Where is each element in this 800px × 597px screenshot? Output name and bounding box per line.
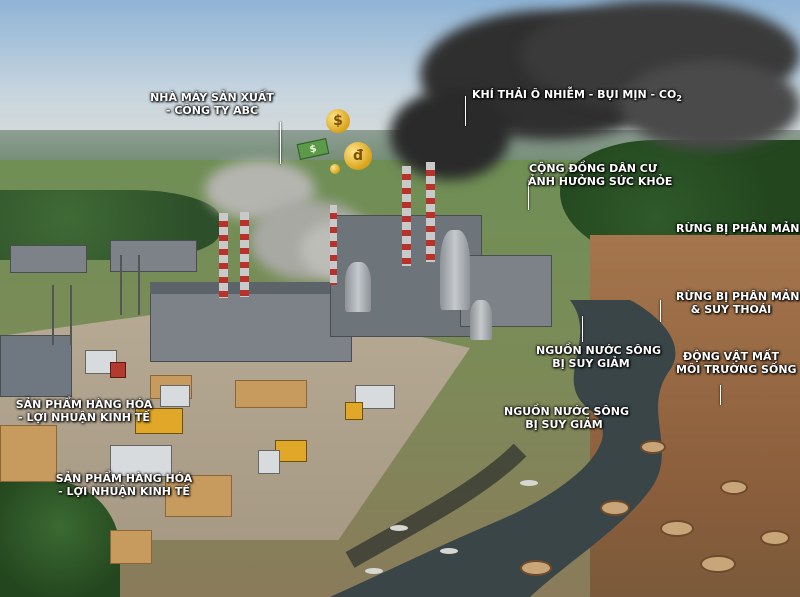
dong-coin-icon: đ (344, 142, 372, 170)
forest-fragmented-label: RỪNG BỊ PHÂN MẢNH (676, 222, 800, 235)
leader-line-factory (280, 122, 281, 164)
community-label-line2: ẢNH HƯỞNG SỨC KHỎE (528, 175, 673, 188)
habitat-label-line2: MÔI TRƯỜNG SỐNG (676, 363, 797, 376)
factory-label-line1: NHÀ MÁY SẢN XUẤT (150, 91, 274, 104)
products-label-1: SẢN PHẨM HÀNG HÓA - LỢI NHUẬN KINH TẾ (14, 398, 154, 424)
river-water-label-2-line1: NGUỒN NƯỚC SÔNG (504, 405, 629, 418)
leader-line-water-1 (582, 316, 583, 342)
emissions-label: KHÍ THẢI Ô NHIỄM - BỤI MỊN - CO2 (472, 88, 682, 105)
forest-degraded-label-line1: RỪNG BỊ PHÂN MẢNH (676, 290, 800, 303)
river-water-label-1-line1: NGUỒN NƯỚC SÔNG (536, 344, 661, 357)
dollar-coin-icon: $ (326, 109, 350, 133)
river-water-label-1: NGUỒN NƯỚC SÔNG BỊ SUY GIẢM (536, 344, 661, 370)
community-label-line1: CỘNG ĐỒNG DÂN CƯ (528, 162, 658, 175)
forest-degraded-label: RỪNG BỊ PHÂN MẢNH & SUY THOÁI (676, 290, 800, 316)
factory-label-line2: - CÔNG TY ABC (165, 104, 259, 117)
products-label-2-line1: SẢN PHẨM HÀNG HÓA (55, 472, 193, 485)
emissions-label-text: KHÍ THẢI Ô NHIỄM - BỤI MỊN - CO (472, 88, 677, 101)
products-label-1-line1: SẢN PHẨM HÀNG HÓA (15, 398, 153, 411)
products-label-1-line2: - LỢI NHUẬN KINH TẾ (18, 411, 150, 424)
river-water-label-2: NGUỒN NƯỚC SÔNG BỊ SUY GIẢM (504, 405, 629, 431)
small-coin-icon (330, 164, 340, 174)
leader-line-community (528, 180, 529, 210)
habitat-label-line1: ĐỘNG VẬT MẤT (683, 350, 779, 363)
leader-line-emissions (465, 96, 466, 126)
leader-line-forest-degraded (660, 300, 661, 322)
factory-label: NHÀ MÁY SẢN XUẤT - CÔNG TY ABC (142, 91, 282, 117)
leader-line-habitat (720, 385, 721, 405)
products-label-2: SẢN PHẨM HÀNG HÓA - LỢI NHUẬN KINH TẾ (54, 472, 194, 498)
emissions-label-subscript: 2 (676, 94, 682, 104)
forest-degraded-label-line2: & SUY THOÁI (690, 303, 772, 316)
products-label-2-line2: - LỢI NHUẬN KINH TẾ (58, 485, 190, 498)
river-water-label-1-line2: BỊ SUY GIẢM (552, 357, 630, 370)
river-water-label-2-line2: BỊ SUY GIẢM (525, 418, 603, 431)
habitat-label: ĐỘNG VẬT MẤT MÔI TRƯỜNG SỐNG (676, 350, 797, 376)
polluted-river (330, 300, 676, 597)
community-label: CỘNG ĐỒNG DÂN CƯ ẢNH HƯỞNG SỨC KHỎE (528, 162, 673, 188)
